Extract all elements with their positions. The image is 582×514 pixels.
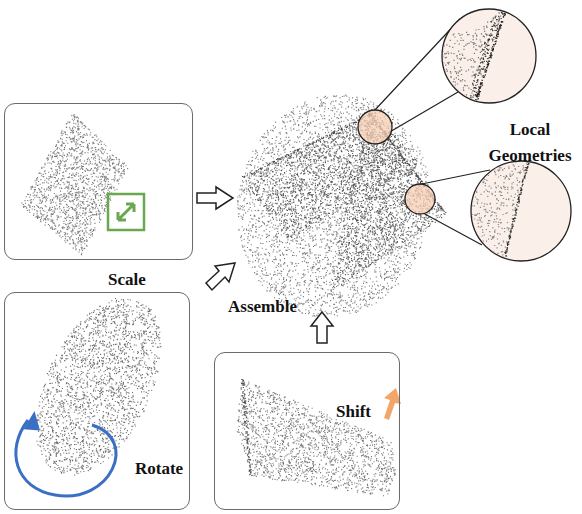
point-cloud bbox=[237, 380, 396, 496]
zoom-spot bbox=[358, 110, 392, 144]
point-cloud bbox=[470, 160, 528, 261]
transform-panel: Rotate bbox=[4, 292, 190, 510]
zoom-detail bbox=[440, 10, 507, 104]
scale-arrows bbox=[118, 204, 134, 220]
point-cloud bbox=[242, 113, 376, 177]
transform-panel: Scale bbox=[4, 103, 193, 260]
assemble-arrow bbox=[197, 187, 233, 209]
figure-label: Assemble bbox=[228, 296, 297, 317]
point-cloud bbox=[440, 13, 504, 104]
zoom-circle bbox=[442, 9, 536, 103]
operation-label: Rotate bbox=[135, 458, 183, 479]
zoom-circle bbox=[471, 161, 571, 261]
operation-label: Scale bbox=[108, 269, 146, 290]
rotate-arrow bbox=[16, 420, 116, 496]
zoom-spot bbox=[405, 184, 435, 214]
scale-icon bbox=[108, 194, 144, 230]
point-clouds bbox=[21, 95, 446, 496]
assemble-arrow bbox=[206, 263, 235, 290]
shift-arrow bbox=[384, 388, 401, 420]
transform-panel: Shift bbox=[214, 352, 400, 510]
assemble-arrow bbox=[311, 312, 333, 343]
point-cloud bbox=[504, 160, 530, 262]
rotate-arrowhead bbox=[21, 411, 40, 433]
figure-label: Local Geometries bbox=[482, 117, 578, 169]
point-cloud bbox=[21, 115, 128, 255]
zoom-detail bbox=[470, 160, 530, 262]
point-cloud bbox=[475, 10, 507, 104]
operation-label: Shift bbox=[336, 401, 371, 422]
point-cloud bbox=[241, 380, 252, 476]
point-cloud bbox=[36, 299, 162, 476]
